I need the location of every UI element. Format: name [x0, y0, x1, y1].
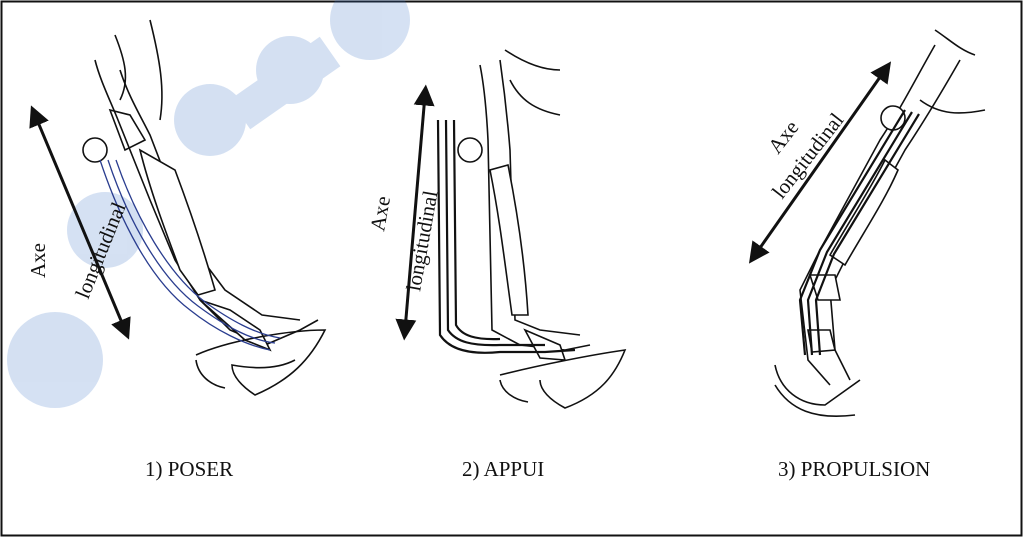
panel-appui: Axe longitudinal 2) APPUI: [365, 50, 625, 481]
leg-illustration-propulsion: [775, 30, 985, 416]
panel-propulsion: Axe longitudinal 3) PROPULSION: [755, 30, 985, 481]
watermark-blob: [174, 84, 246, 156]
axis-label-line1: Axe: [365, 194, 395, 233]
leg-illustration-appui: [458, 50, 625, 408]
panel-caption-poser: 1) POSER: [145, 457, 233, 481]
watermark-blob: [7, 312, 103, 408]
axis-label-line1: Axe: [26, 243, 50, 278]
watermark: [7, 0, 410, 408]
panel-caption-appui: 2) APPUI: [462, 457, 544, 481]
axis-label-line2: longitudinal: [401, 189, 442, 293]
panel-caption-propulsion: 3) PROPULSION: [778, 457, 930, 481]
watermark-blob: [330, 0, 410, 60]
